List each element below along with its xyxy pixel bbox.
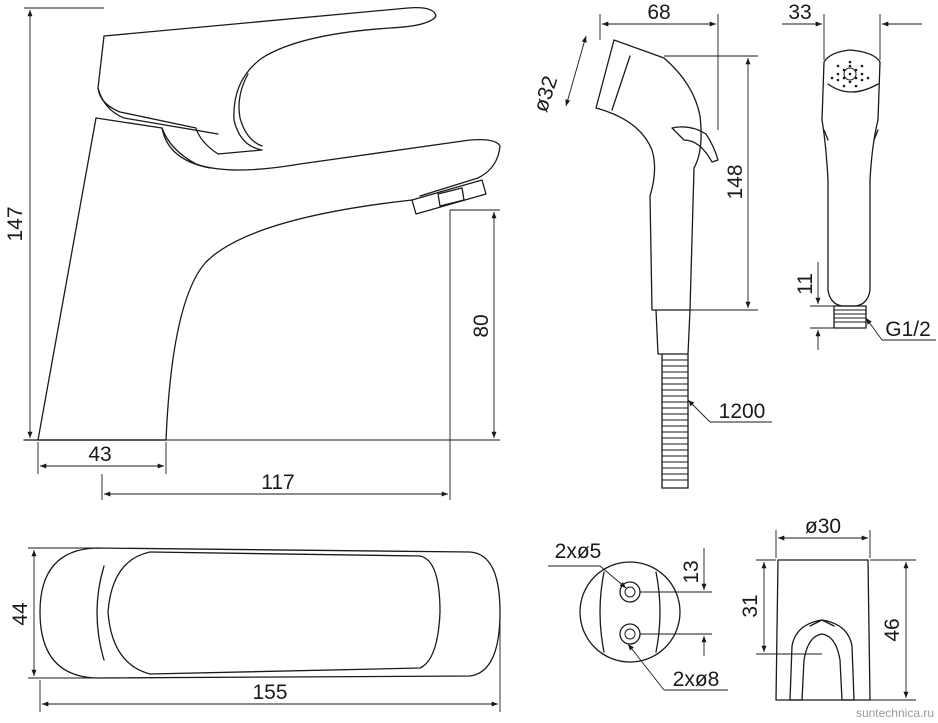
dim-top-length: 155 [252, 681, 287, 704]
top-view-outline [39, 547, 501, 679]
holder-hook [789, 619, 855, 701]
faucet-top-view: 44 155 [9, 547, 501, 712]
spray-holes [830, 60, 870, 88]
dim-top-width: 44 [9, 602, 32, 626]
faucet-lever [97, 7, 437, 155]
shower-hose [661, 353, 689, 489]
shower-side-view: 68 ø32 148 1200 [529, 1, 772, 489]
dim-shower-depth: 68 [647, 1, 670, 24]
dim-shower-diameter: ø32 [529, 73, 562, 115]
dim-holder-hook-height: 31 [739, 594, 762, 617]
dim-base-width: 43 [88, 443, 111, 466]
dim-hose-length: 1200 [719, 400, 766, 423]
holder-body [775, 559, 871, 701]
holder-plate-view: 13 2xø5 2xø8 [548, 540, 728, 691]
dim-holes-large: 2xø8 [673, 668, 720, 691]
dim-spout-height: 80 [470, 314, 493, 337]
watermark: suntechnica.ru [856, 706, 934, 720]
shower-front-body [821, 49, 881, 307]
thread-connector [833, 305, 867, 329]
dim-holder-height: 46 [881, 618, 904, 641]
shower-front-view: 33 11 G1/2 [782, 1, 936, 350]
dim-holder-diameter: ø30 [805, 515, 841, 538]
dim-thread-size: G1/2 [885, 318, 931, 341]
shower-head-body [595, 39, 702, 311]
dim-thread-length: 11 [794, 273, 817, 295]
mount-hole-lower [619, 623, 641, 645]
dim-holes-small: 2xø5 [555, 540, 602, 563]
dim-spout-reach: 117 [261, 471, 294, 494]
faucet-body [37, 117, 413, 441]
holder-plate [579, 561, 681, 663]
holder-front-view: ø30 31 46 [739, 515, 916, 701]
faucet-side-view [23, 7, 501, 441]
aerator [411, 179, 487, 215]
dim-shower-width: 33 [788, 1, 811, 24]
dim-shower-length: 148 [724, 164, 747, 199]
faucet-dimensions: 147 80 43 117 [4, 7, 500, 500]
dim-hole-spacing: 13 [680, 560, 703, 583]
dim-faucet-height: 147 [4, 206, 27, 241]
